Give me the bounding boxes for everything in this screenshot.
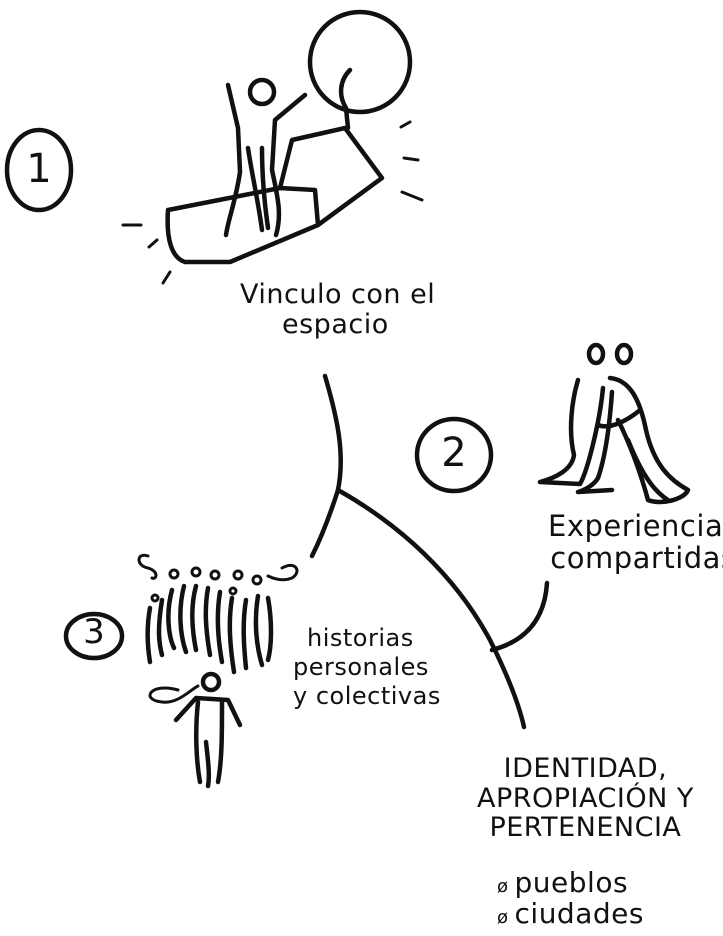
line-junction-to-center (335, 487, 527, 730)
bullet-item-ciudades: ø ciudades (497, 896, 644, 930)
node-1-label-line-1: Vinculo con el (240, 279, 436, 310)
scope-bullet-list: ø pueblos ø ciudades (497, 866, 644, 930)
connector-lines (309, 373, 550, 730)
node-2-label-line-1: Experiencias (548, 509, 723, 543)
node-2-label-line-2: compartidas (550, 541, 723, 576)
central-concept-line-1: IDENTIDAD, (503, 753, 668, 784)
crowd-illustration (137, 553, 299, 789)
bullet-text-ciudades: ciudades (514, 896, 644, 930)
bullet-item-pueblos: ø pueblos (497, 866, 644, 899)
bullet-mark: ø (497, 876, 509, 897)
couple-embracing-illustration (537, 342, 691, 505)
bullet-mark: ø (497, 906, 509, 928)
number-circle-1 (4, 127, 74, 213)
number-circle-3 (63, 611, 125, 661)
person-on-platform-illustration (121, 9, 424, 285)
number-3: 3 (83, 612, 105, 652)
line-node2-to-main (489, 580, 550, 653)
number-circle-2 (414, 416, 494, 494)
central-concept-label: IDENTIDAD, APROPIACIÓN Y PERTENENCIA (477, 754, 694, 843)
line-junction-to-node3 (309, 487, 341, 559)
node-1-label-line-2: espacio (282, 309, 389, 341)
line-node1-to-junction (322, 373, 344, 493)
node-3-label: historias personales y colectivas (293, 624, 441, 710)
node-3-label-line-3: y colectivas (293, 681, 441, 710)
node-3-label-line-1: historias (307, 624, 414, 652)
node-1-label: Vinculo con el espacio (240, 279, 436, 341)
central-concept-line-2: APROPIACIÓN Y (477, 782, 694, 814)
central-concept-line-3: PERTENENCIA (489, 812, 682, 844)
bullet-text-pueblos: pueblos (514, 866, 629, 899)
number-2: 2 (441, 430, 467, 476)
number-1: 1 (26, 146, 52, 192)
node-3-label-line-2: personales (293, 652, 429, 681)
node-2-label: Experiencias compartidas (548, 510, 723, 575)
